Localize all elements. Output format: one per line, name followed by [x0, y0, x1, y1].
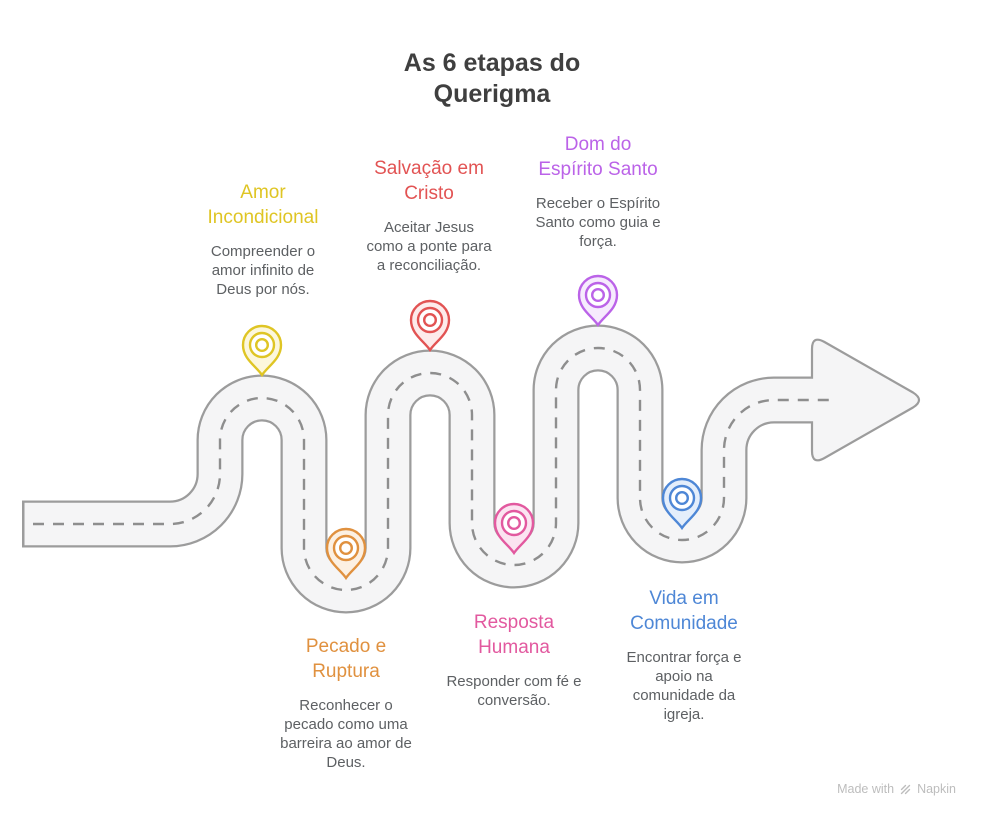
- pin-dom-do-espirito-santo-icon: [577, 274, 619, 328]
- road-center-dashed-line: [33, 346, 831, 592]
- watermark: Made with Napkin: [837, 782, 956, 796]
- pin-salvacao-em-cristo-icon: [409, 299, 451, 353]
- pin-pecado-e-ruptura-icon: [325, 527, 367, 581]
- stage-description-resposta-humana: Responder com fé e conversão.: [446, 673, 582, 709]
- watermark-prefix: Made with: [837, 782, 895, 796]
- stage-description-pecado-e-ruptura: Reconhecer o pecado como uma barreira ao…: [280, 697, 412, 771]
- stage-description-amor-incondicional: Compreender o amor infinito de Deus por …: [210, 243, 316, 298]
- road-arrowhead: [810, 338, 921, 462]
- stage-title-salvacao-em-cristo: Salvação em Cristo: [374, 158, 484, 204]
- stage-title-pecado-e-ruptura: Pecado e Ruptura: [305, 636, 387, 682]
- pin-amor-incondicional-icon: [241, 324, 283, 378]
- stage-title-amor-incondicional: Amor Incondicional: [207, 182, 319, 228]
- stage-description-dom-do-espirito-santo: Receber o Espírito Santo como guia e for…: [535, 195, 661, 250]
- stage-title-vida-em-comunidade: Vida em Comunidade: [630, 588, 738, 634]
- stage-description-salvacao-em-cristo: Aceitar Jesus como a ponte para a reconc…: [366, 219, 492, 274]
- pin-resposta-humana-icon: [493, 502, 535, 556]
- watermark-brand: Napkin: [917, 782, 956, 796]
- pin-vida-em-comunidade-icon: [661, 477, 703, 531]
- pins-layer: [241, 274, 703, 581]
- napkin-logo-icon: [900, 784, 911, 794]
- stage-title-dom-do-espirito-santo: Dom do Espírito Santo: [538, 134, 658, 180]
- page-title: As 6 etapas do Querigma: [403, 49, 581, 108]
- stage-title-resposta-humana: Resposta Humana: [473, 612, 555, 658]
- stage-description-vida-em-comunidade: Encontrar força e apoio na comunidade da…: [626, 649, 742, 723]
